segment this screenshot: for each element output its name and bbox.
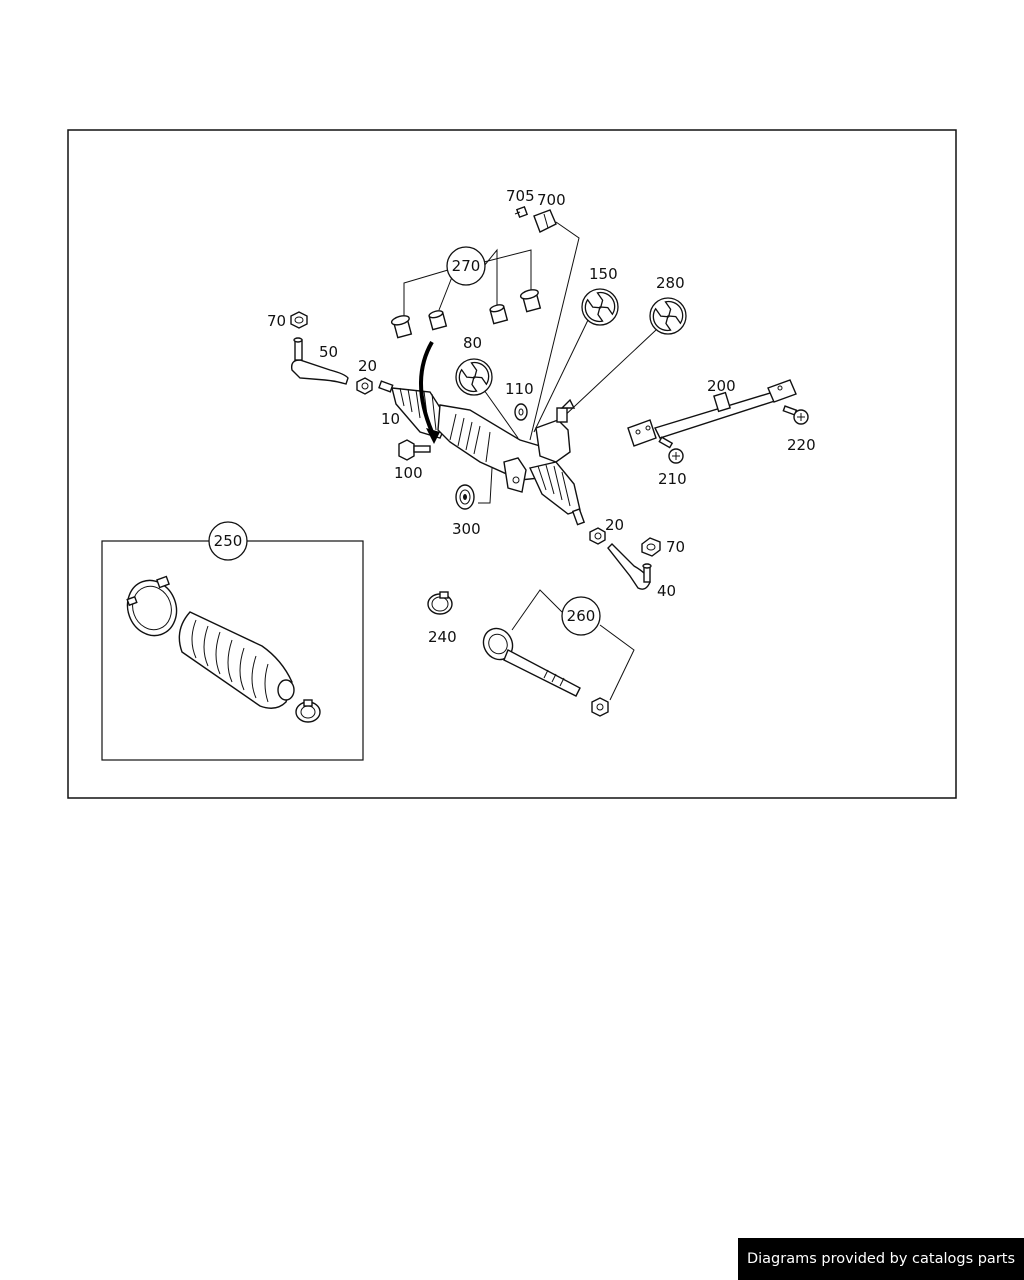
leader-lines (403, 221, 657, 701)
callout-210: 210 (658, 470, 687, 488)
callout-220: 220 (787, 436, 816, 454)
callout-40: 40 (657, 582, 676, 600)
part-260-tie-rod (482, 627, 609, 717)
callout-50: 50 (319, 343, 338, 361)
part-240-clamp (427, 591, 453, 615)
callout-200: 200 (707, 377, 736, 395)
callout-150: 150 (589, 265, 618, 283)
part-270-bushings (390, 289, 542, 339)
part-300-bushing (455, 484, 475, 510)
callout-100: 100 (394, 464, 423, 482)
callout-circle-260 (561, 596, 601, 636)
wrench-icon (579, 287, 621, 327)
part-705-pin (514, 205, 529, 219)
part-10-steering-rack (378, 380, 586, 526)
callout-110: 110 (505, 380, 534, 398)
callout-705: 705 (506, 187, 535, 205)
diagram-frame (67, 129, 957, 799)
part-40-tie-rod-end (607, 543, 652, 590)
part-700-cap (533, 209, 557, 233)
callout-circle-270 (446, 246, 486, 286)
part-210-bolt (658, 436, 684, 464)
part-70-nut-left (290, 311, 308, 329)
part-110-washer (514, 403, 528, 421)
credit-banner: Diagrams provided by catalogs parts (738, 1238, 1024, 1280)
callout-270: 270 (452, 257, 481, 275)
part-200-shaft (627, 379, 797, 447)
part-100-bolt (398, 439, 431, 461)
callout-80: 80 (463, 334, 482, 352)
part-70-nut-right (641, 537, 661, 557)
part-20-nut-left (356, 377, 373, 395)
part-250-boot-kit (126, 575, 321, 723)
callout-280: 280 (656, 274, 685, 292)
part-220-bolt (782, 405, 809, 425)
callout-240: 240 (428, 628, 457, 646)
callout-250: 250 (214, 532, 243, 550)
assembly-arrow (419, 340, 440, 444)
callout-300: 300 (452, 520, 481, 538)
callout-20-right: 20 (605, 516, 624, 534)
wrench-icon (647, 296, 689, 336)
credit-text: Diagrams provided by catalogs parts (746, 1251, 1016, 1267)
callout-20-left: 20 (358, 357, 377, 375)
callout-70-left: 70 (267, 312, 286, 330)
wrench-icon (453, 357, 495, 397)
part-20-nut-right (589, 527, 606, 545)
callout-circle-250 (208, 521, 248, 561)
callout-700: 700 (537, 191, 566, 209)
part-50-tie-rod-end (290, 337, 349, 385)
callout-10: 10 (381, 410, 400, 428)
callout-70-right: 70 (666, 538, 685, 556)
callout-260: 260 (567, 607, 596, 625)
